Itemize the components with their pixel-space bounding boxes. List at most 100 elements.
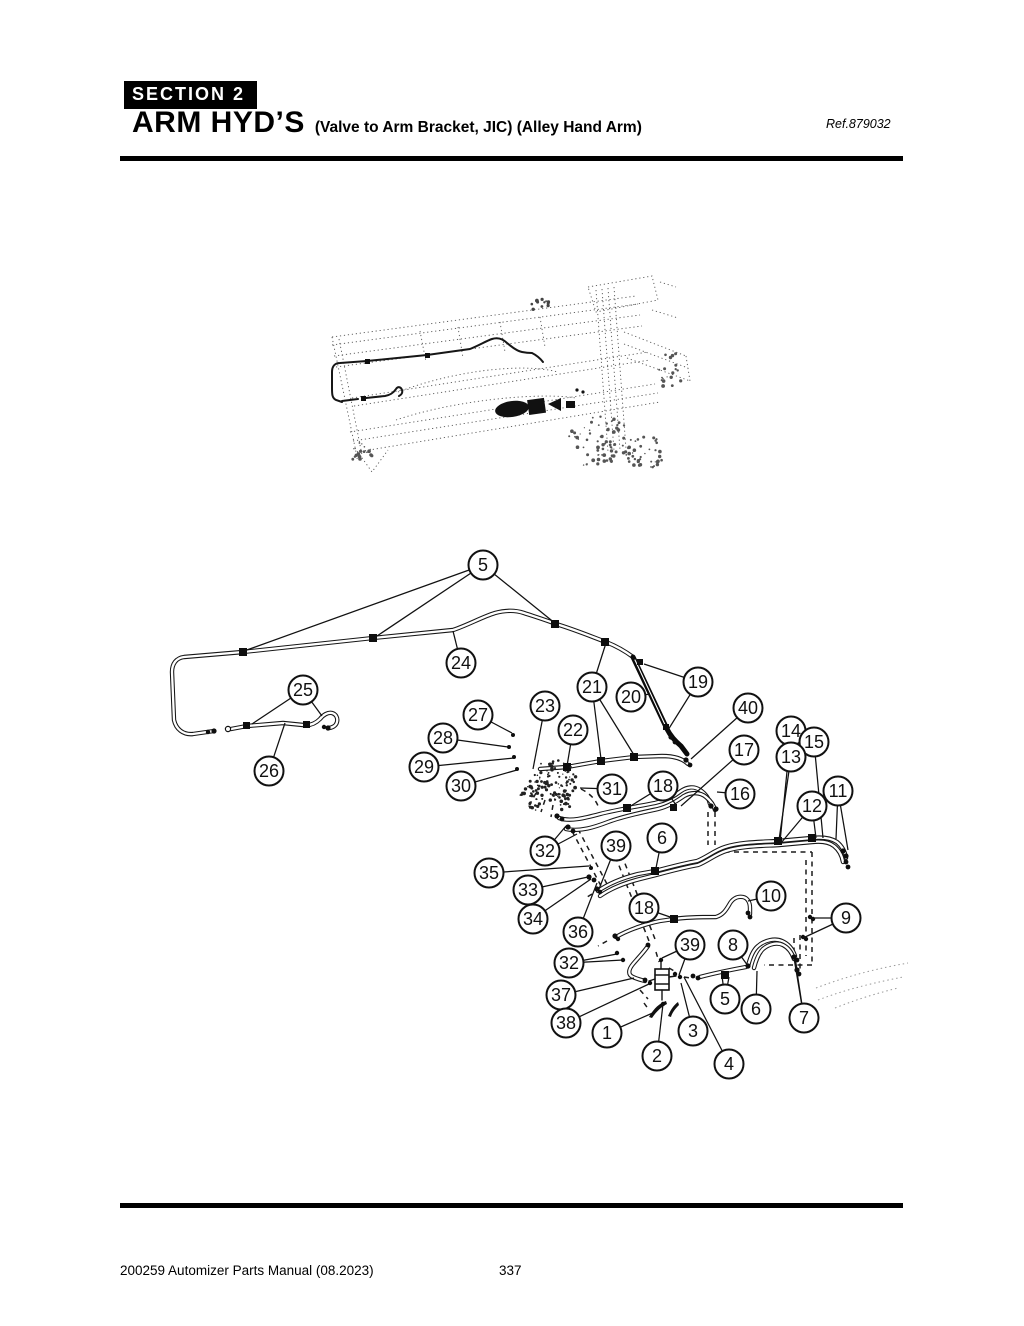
stipple-dot [528,802,532,806]
stipple-dot [627,445,631,450]
callout-number: 4 [724,1054,734,1074]
stipple-dot [666,376,668,378]
stipple-dot [566,780,569,783]
stipple-dot [559,799,564,804]
stipple-dot [564,776,568,779]
stipple-dot [611,430,616,434]
stipple-dot [534,789,538,792]
stipple-dot [569,782,572,785]
stipple-dot [605,459,609,462]
stipple-dot [551,760,555,763]
leader-line [373,564,484,639]
callout-number: 18 [634,898,654,918]
stipple-dot [534,804,537,807]
leader-line [488,865,590,874]
stipple-dot [571,779,574,781]
stipple-dot [596,440,599,443]
stipple-dot [369,448,371,450]
stipple-dot [533,773,536,777]
hose-lower-rear [595,835,849,894]
stipple-dot [554,781,558,784]
leader-line [813,741,824,839]
stipple-dot [540,785,544,789]
stipple-dot [605,422,608,425]
stipple-dot [579,433,581,435]
callout-number: 38 [556,1013,576,1033]
stipple-dot [639,455,642,459]
callout-34 [517,903,549,935]
stipple-dot [564,801,568,806]
stipple-dot [648,448,651,451]
stipple-dot [351,457,355,461]
stipple-dot [679,379,683,383]
stipple-dot [610,460,613,463]
stipple-dot [573,775,578,779]
leader-line [683,976,730,1065]
hidden-routing-dashed [529,788,813,1011]
stipple-dot [557,795,559,798]
manifold-stipple [519,759,578,812]
stipple-dot [550,783,552,785]
stipple-dot [602,459,607,463]
stipple-dot [553,791,557,795]
callout-9 [830,902,862,934]
stipple-dot [534,809,537,811]
stipple-dot [614,450,618,454]
stipple-dot [600,434,604,439]
stipple-dot [664,353,667,357]
callout-11 [822,775,854,807]
stipple-dot [558,796,561,799]
stipple-dot [357,455,362,459]
stipple-dot [597,454,600,456]
stipple-dot [668,355,673,360]
stipple-dot [562,762,565,765]
stipple-dot [530,302,534,306]
stipple-dot [617,421,621,424]
stipple-dot [604,442,606,445]
callout-23 [529,690,561,722]
stipple-dot [658,449,662,454]
stipple-dot [597,424,600,426]
stipple-dot [568,435,571,438]
stipple-dot [541,797,544,800]
stipple-dot [633,457,637,461]
stipple-dot [565,784,568,787]
stipple-dot [560,807,564,812]
stipple-dot [590,420,593,424]
stipple-dot [588,429,591,432]
stipple-dot [596,462,600,466]
stipple-dot [674,352,678,356]
overview-valve-cluster [495,388,585,418]
stipple-dot [653,465,655,468]
stipple-dot [601,454,603,456]
stipple-dot [582,464,585,466]
stipple-dot [554,793,557,796]
callout-number: 10 [761,886,781,906]
callout-number: 21 [582,677,602,697]
stipple-dot [530,794,534,798]
stipple-dot [575,435,579,440]
callout-number: 15 [804,732,824,752]
callout-number: 19 [688,672,708,692]
callout-number: 35 [479,863,499,883]
stipple-dot [356,452,361,456]
stipple-dot [573,785,577,790]
stipple-dot [531,307,535,311]
stipple-dot [602,453,607,457]
stipple-dot [660,458,663,462]
stipple-dot [674,368,677,371]
stipple-dot [569,765,572,769]
callout-number: 18 [653,776,673,796]
stipple-dot [538,784,541,788]
callout-number: 30 [451,776,471,796]
callout-number: 23 [535,696,555,716]
callout-number: 32 [559,953,579,973]
stipple-dot [661,379,666,383]
leader-line [482,564,557,625]
stipple-dot [528,805,533,809]
stipple-dot [546,304,550,308]
stipple-dot [634,440,637,442]
callout-number: 34 [523,909,543,929]
stipple-dot [564,797,567,801]
